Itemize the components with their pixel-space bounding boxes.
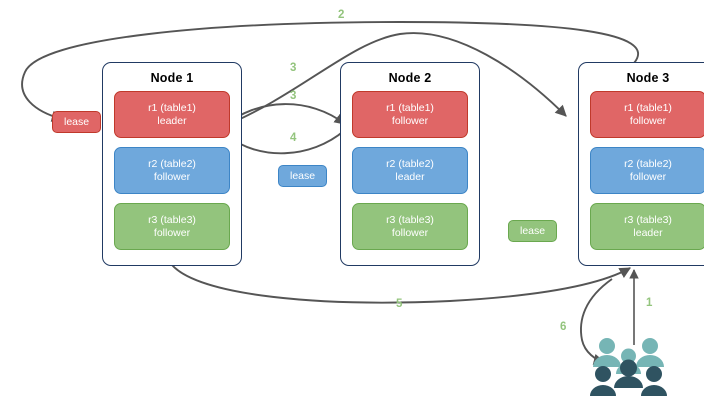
replica-name: r3 (table3): [386, 213, 434, 226]
replica-role: follower: [629, 170, 667, 183]
replica-r1[interactable]: r1 (table1) follower: [590, 91, 704, 138]
replica-role: follower: [391, 226, 429, 239]
lease-chip-blue[interactable]: lease: [278, 165, 328, 187]
replica-name: r3 (table3): [624, 213, 672, 226]
node-title: Node 1: [150, 71, 194, 85]
replica-r3[interactable]: r3 (table3) follower: [352, 203, 468, 250]
replica-name: r1 (table1): [386, 101, 434, 114]
replica-name: r1 (table1): [148, 101, 196, 114]
replica-r3[interactable]: r3 (table3) leader: [590, 203, 704, 250]
lease-label: lease: [64, 116, 90, 128]
node-card-1[interactable]: Node 1 r1 (table1) leader r2 (table2) fo…: [102, 62, 242, 266]
replica-r2[interactable]: r2 (table2) leader: [352, 147, 468, 194]
lease-label: lease: [520, 225, 546, 237]
step-label-5: 5: [396, 298, 403, 310]
replica-list: r1 (table1) follower r2 (table2) leader …: [341, 85, 479, 260]
replica-name: r2 (table2): [148, 157, 196, 170]
edge-step-4: [227, 129, 346, 155]
edge-step-5: [171, 264, 631, 304]
node-card-3[interactable]: Node 3 r1 (table1) follower r2 (table2) …: [578, 62, 704, 266]
node-title: Node 2: [388, 71, 432, 85]
node-title: Node 3: [626, 71, 670, 85]
step-label-6: 6: [560, 321, 567, 333]
replica-name: r2 (table2): [386, 157, 434, 170]
step-label-3-long: 3: [290, 62, 297, 74]
replica-role: follower: [153, 226, 191, 239]
lease-chip-red[interactable]: lease: [52, 111, 102, 133]
step-label-2: 2: [338, 9, 345, 21]
replica-r2[interactable]: r2 (table2) follower: [590, 147, 704, 194]
replica-role: leader: [395, 170, 425, 183]
replica-name: r2 (table2): [624, 157, 672, 170]
replica-r2[interactable]: r2 (table2) follower: [114, 147, 230, 194]
node-card-2[interactable]: Node 2 r1 (table1) follower r2 (table2) …: [340, 62, 480, 266]
step-label-3-short: 3: [290, 90, 297, 102]
lease-label: lease: [290, 170, 316, 182]
replica-list: r1 (table1) leader r2 (table2) follower …: [103, 85, 241, 260]
replica-r1[interactable]: r1 (table1) follower: [352, 91, 468, 138]
replica-role: follower: [391, 114, 429, 127]
replica-role: follower: [629, 114, 667, 127]
replica-r1[interactable]: r1 (table1) leader: [114, 91, 230, 138]
replica-r3[interactable]: r3 (table3) follower: [114, 203, 230, 250]
replica-role: follower: [153, 170, 191, 183]
replica-role: leader: [633, 226, 663, 239]
replica-name: r1 (table1): [624, 101, 672, 114]
step-label-4: 4: [290, 132, 297, 144]
replica-role: leader: [157, 114, 187, 127]
replica-name: r3 (table3): [148, 213, 196, 226]
lease-chip-green[interactable]: lease: [508, 220, 558, 242]
step-label-1: 1: [646, 297, 653, 309]
replica-list: r1 (table1) follower r2 (table2) followe…: [579, 85, 704, 260]
users-icon: [590, 336, 668, 398]
